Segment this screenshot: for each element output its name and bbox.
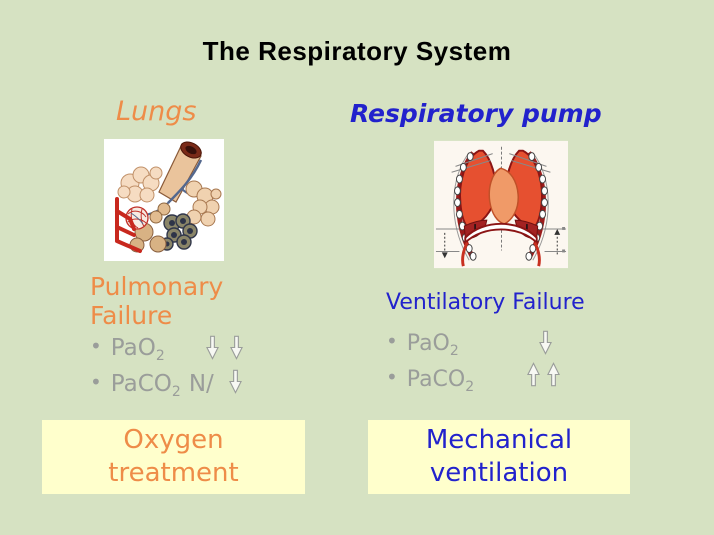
alveoli-image <box>104 139 224 261</box>
down-arrow-icon <box>230 335 243 360</box>
pao2-subscript: 2 <box>155 348 165 364</box>
down-arrow-icon <box>229 369 242 394</box>
pao2-subscript: 2 <box>449 343 459 359</box>
paco2-subscript: 2 <box>465 379 475 395</box>
oxygen-treatment-box: Oxygen treatment <box>42 420 305 494</box>
paco2-label: PaCO <box>406 367 466 392</box>
page-title: The Respiratory System <box>202 36 512 66</box>
alveoli-illustration-svg <box>104 139 224 261</box>
bullet-icon: • <box>90 334 102 358</box>
ribcage-image <box>434 140 568 269</box>
left-bullet-paco2: • PaCO2 N/ <box>90 370 214 400</box>
left-bullet-pao2: • PaO2 <box>90 334 165 364</box>
pulmonary-failure-line2: Failure <box>90 301 173 330</box>
right-bullet-pao2: • PaO2 <box>386 329 459 359</box>
pulmonary-failure-line1: Pulmonary <box>90 272 224 301</box>
ribcage-illustration-svg <box>434 140 568 269</box>
up-arrow-icon <box>547 362 560 387</box>
down-arrow-icon <box>206 335 219 360</box>
paco2-normal-or-suffix: N/ <box>188 371 214 397</box>
paco2-label: PaCO <box>110 371 172 397</box>
respiratory-pump-heading: Respiratory pump <box>350 99 602 128</box>
lungs-heading: Lungs <box>116 96 197 127</box>
bullet-icon: • <box>90 370 102 394</box>
pao2-label: PaO <box>110 335 156 361</box>
mechanical-ventilation-box: Mechanical ventilation <box>368 420 630 494</box>
paco2-subscript: 2 <box>171 384 181 400</box>
right-bullet-paco2: • PaCO2 <box>386 365 474 395</box>
ventilatory-failure-heading: Ventilatory Failure <box>386 290 585 315</box>
pulmonary-failure-heading: Pulmonary Failure <box>90 272 223 330</box>
pao2-label: PaO <box>406 331 450 356</box>
oxygen-treatment-line2: treatment <box>108 458 239 488</box>
bullet-icon: • <box>386 329 398 353</box>
bullet-icon: • <box>386 365 398 389</box>
oxygen-treatment-line1: Oxygen <box>123 425 224 455</box>
down-arrow-icon <box>539 330 552 355</box>
mechanical-ventilation-line2: ventilation <box>429 458 569 488</box>
up-arrow-icon <box>527 362 540 387</box>
mechanical-ventilation-line1: Mechanical <box>425 425 573 455</box>
